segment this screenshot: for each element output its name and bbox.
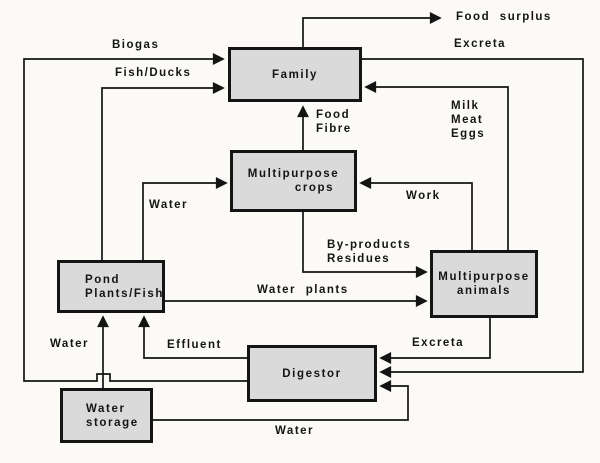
edge-excreta-animals-line — [379, 318, 491, 364]
node-water-storage: Water storage — [60, 388, 153, 443]
edge-water-to-crops-line — [142, 177, 228, 260]
edge-label-byproducts: By-products Residues — [327, 238, 411, 266]
edge-label-biogas: Biogas — [112, 39, 160, 51]
node-pond-label-line2: Plants/Fish — [85, 287, 164, 300]
edge-fish-ducks-line — [101, 82, 225, 260]
edge-byproducts-line — [302, 212, 428, 278]
edge-label-meat: Meat — [451, 114, 484, 126]
edge-label-food: Food — [316, 109, 351, 121]
edge-label-water-bottom: Water — [275, 425, 315, 437]
edge-label-byproducts-line1: By-products — [327, 239, 412, 251]
edge-label-work: Work — [406, 190, 441, 202]
edge-label-excreta-family: Excreta — [454, 38, 507, 50]
edge-label-food-fibre: Food Fibre — [316, 108, 352, 136]
node-water-storage-label-line2: storage — [86, 416, 139, 429]
node-family: Family — [228, 47, 362, 102]
node-animals-label-line1: Multipurpose — [438, 271, 530, 283]
edge-label-fish-ducks: Fish/Ducks — [115, 67, 192, 79]
node-pond-plants-fish: Pond Plants/Fish — [57, 260, 165, 313]
edge-label-milk-meat-eggs: Milk Meat Eggs — [451, 99, 485, 141]
edge-milk-meat-eggs-line — [364, 81, 509, 250]
edge-label-excreta-animals: Excreta — [412, 337, 465, 349]
node-pond-label-line1: Pond — [85, 273, 121, 286]
node-digestor: Digestor — [247, 345, 377, 402]
edge-effluent-line — [138, 315, 247, 359]
node-digestor-label: Digestor — [282, 367, 342, 380]
edge-label-water-to-pond: Water — [50, 338, 90, 350]
node-multipurpose-animals: Multipurpose animals — [430, 250, 538, 318]
edge-water-bottom-line — [153, 380, 409, 421]
node-crops-label-line1: Multipurpose — [247, 168, 340, 180]
edge-label-milk: Milk — [451, 100, 480, 112]
edge-work-line — [359, 177, 473, 250]
edge-excreta-family-line — [362, 58, 584, 378]
node-family-label: Family — [271, 68, 319, 81]
edge-label-food-surplus: Food surplus — [456, 11, 552, 23]
edge-label-byproducts-line2: Residues — [327, 253, 391, 265]
node-multipurpose-crops: Multipurpose crops — [230, 150, 357, 212]
node-water-storage-label-line1: Water — [86, 402, 126, 415]
edge-label-effluent: Effluent — [167, 339, 222, 351]
edge-biogas-line — [23, 53, 247, 382]
node-crops-label-line2: crops — [294, 182, 335, 194]
node-animals-label-line2: animals — [456, 285, 512, 297]
edge-food-surplus-line — [302, 12, 442, 47]
edge-label-fibre: Fibre — [316, 123, 352, 135]
edge-label-water-to-crops: Water — [149, 199, 189, 211]
edge-label-eggs: Eggs — [451, 128, 486, 140]
edge-label-water-plants: Water plants — [257, 284, 349, 296]
